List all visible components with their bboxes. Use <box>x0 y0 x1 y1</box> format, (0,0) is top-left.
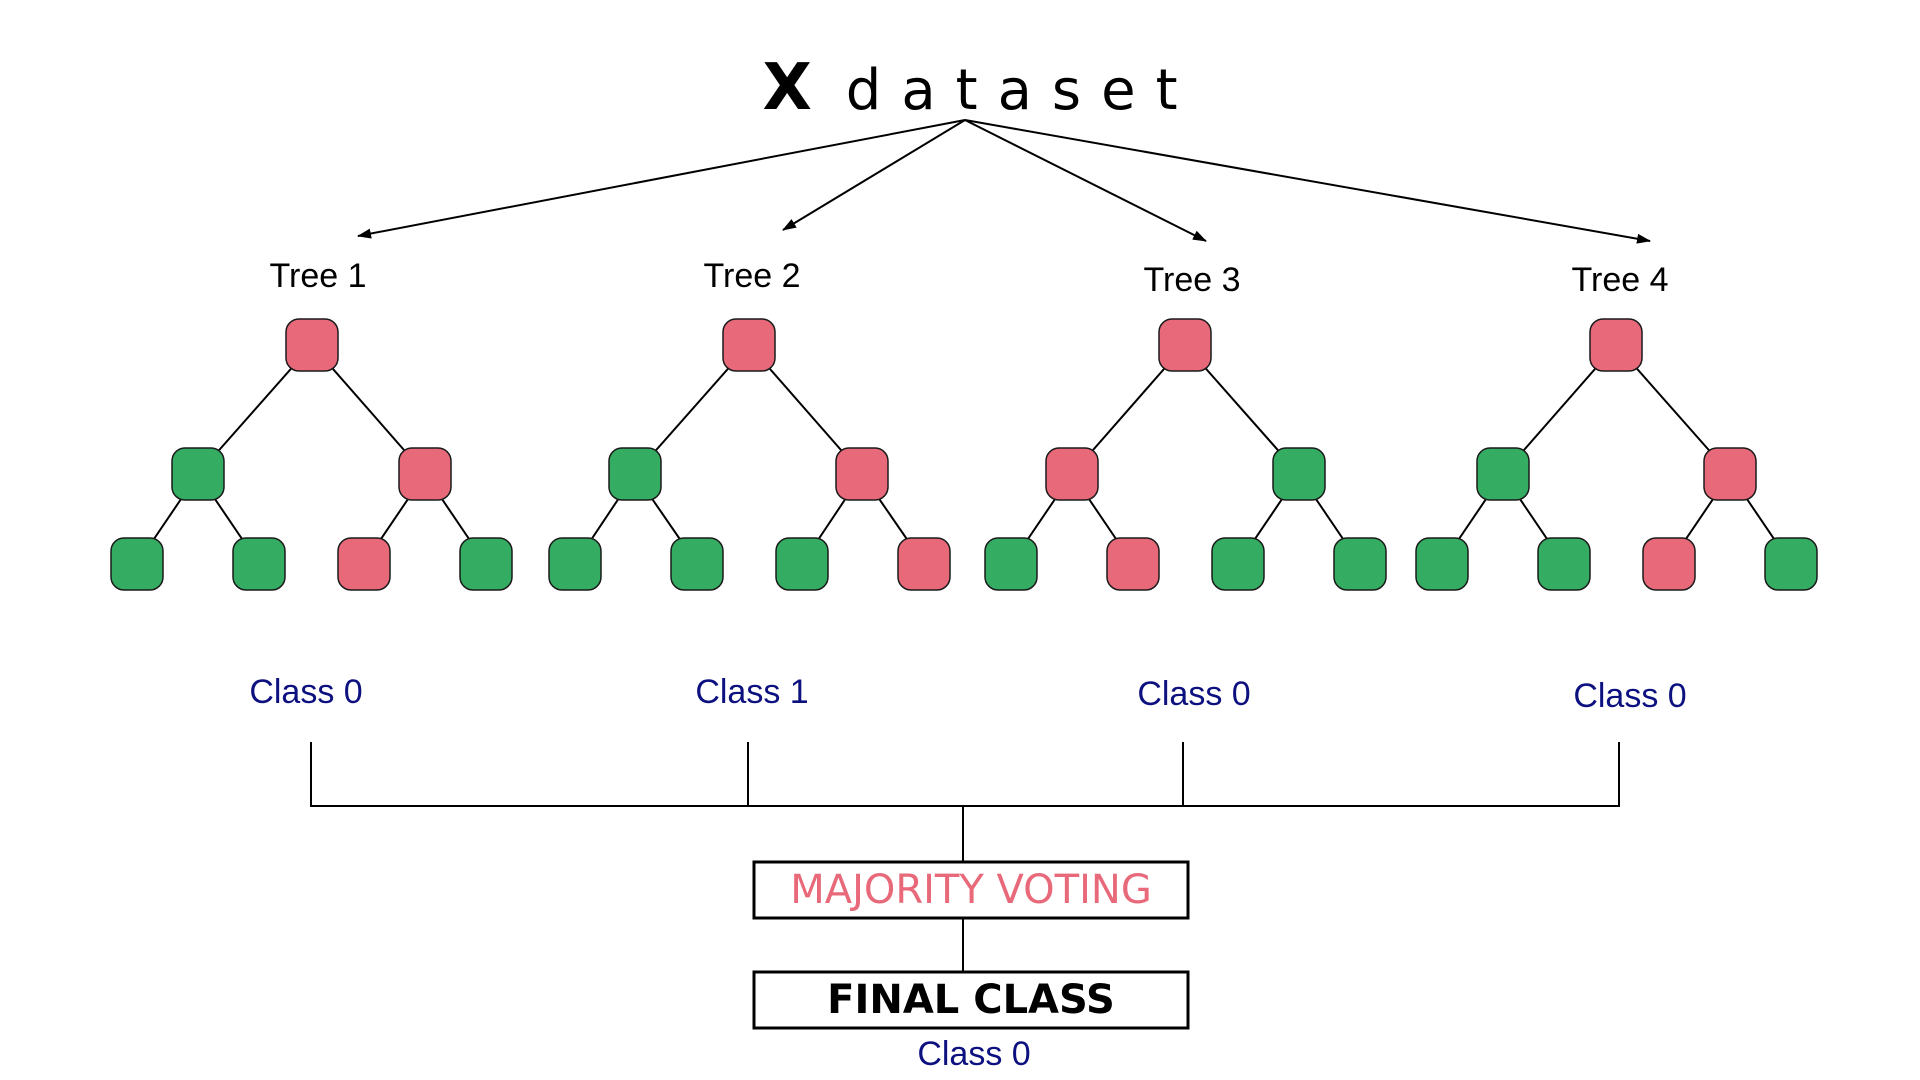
title-x-letter: X <box>762 51 812 125</box>
title-word: dataset <box>845 58 1198 123</box>
tree-1-node <box>232 537 286 591</box>
tree-1-node <box>337 537 391 591</box>
tree-3-node <box>984 537 1038 591</box>
dataset-arrows <box>357 119 1651 244</box>
tree-2-node <box>548 537 602 591</box>
tree-2-label: Tree 2 <box>703 257 801 295</box>
tree-4-node <box>1642 537 1696 591</box>
final-class-label: FINAL CLASS <box>827 977 1115 1023</box>
tree-4-node <box>1476 447 1530 501</box>
voting-boxes <box>752 860 1190 1030</box>
arrow-to-tree-2 <box>782 119 966 231</box>
tree-3-label: Tree 3 <box>1143 261 1241 299</box>
tree-4-label: Tree 4 <box>1571 261 1669 299</box>
tree-2-class-label: Class 1 <box>695 673 809 711</box>
tree-2-node <box>670 537 724 591</box>
tree-4-node <box>1764 537 1818 591</box>
majority-voting-label: MAJORITY VOTING <box>790 867 1152 913</box>
arrow-to-tree-1 <box>357 119 966 239</box>
tree-nodes <box>110 318 1818 591</box>
final-class-box <box>752 970 1190 1030</box>
tree-1-label: Tree 1 <box>269 257 367 295</box>
tree-4-node <box>1589 318 1643 372</box>
tree-3-class-label: Class 0 <box>1137 675 1251 713</box>
arrow-to-tree-3 <box>964 119 1207 242</box>
final-class-value: Class 0 <box>917 1035 1031 1073</box>
tree-2-node <box>775 537 829 591</box>
tree-3-node <box>1106 537 1160 591</box>
tree-3-node <box>1211 537 1265 591</box>
majority-voting-box <box>752 860 1190 920</box>
tree-2-node <box>835 447 889 501</box>
tree-1-node <box>110 537 164 591</box>
tree-edges <box>136 344 1792 565</box>
tree-1-node <box>285 318 339 372</box>
tree-4-node <box>1415 537 1469 591</box>
tree-4-class-label: Class 0 <box>1573 677 1687 715</box>
tree-2-node <box>897 537 951 591</box>
tree-4-node <box>1537 537 1591 591</box>
tree-2-node <box>608 447 662 501</box>
tree-2-node <box>722 318 776 372</box>
arrow-to-tree-4 <box>964 119 1651 244</box>
tree-3-node <box>1272 447 1326 501</box>
tree-3-node <box>1333 537 1387 591</box>
voting-connectors <box>310 742 1620 972</box>
tree-1-node <box>459 537 513 591</box>
tree-3-node <box>1045 447 1099 501</box>
tree-1-node <box>171 447 225 501</box>
tree-1-node <box>398 447 452 501</box>
tree-1-class-label: Class 0 <box>249 673 363 711</box>
tree-3-node <box>1158 318 1212 372</box>
tree-4-node <box>1703 447 1757 501</box>
